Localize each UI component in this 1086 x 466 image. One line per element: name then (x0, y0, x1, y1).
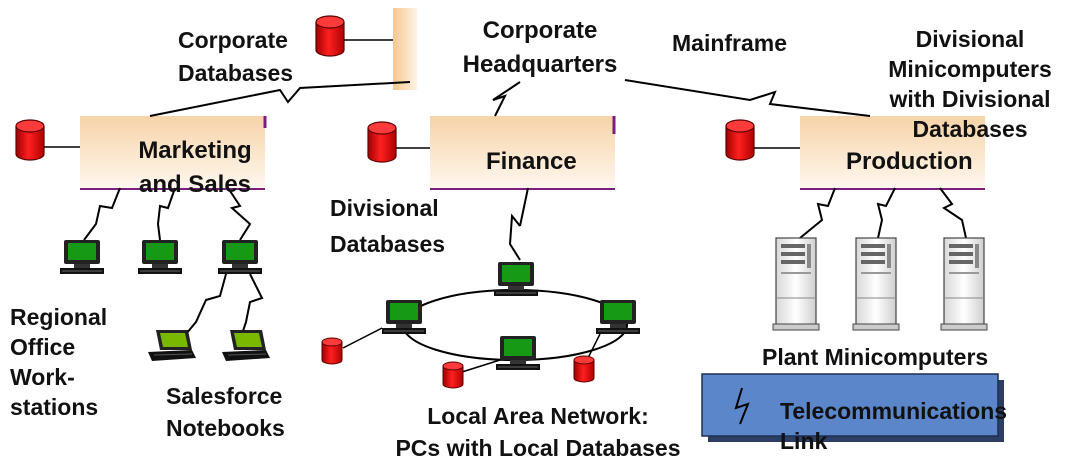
marketing-database-icon (15, 119, 45, 161)
production-minicomputer (800, 116, 985, 188)
plant-links (799, 187, 967, 239)
marketing-minicomputer (80, 116, 265, 188)
regional-office-workstations-label: Regional Office Work- stations (10, 304, 108, 420)
workstation-icon (493, 261, 539, 297)
corporate-headquarters-label: Corporate Headquarters (462, 17, 618, 78)
corporate-databases-label: Corporate Databases (178, 27, 294, 86)
local-area-network-label: Local Area Network: PCs with Local Datab… (395, 403, 681, 461)
finance-database-icon (367, 121, 397, 163)
workstation-icon (217, 239, 263, 275)
workstation-icon (495, 335, 541, 371)
finance-label: Finance (486, 148, 577, 175)
tower-server-icon (940, 237, 988, 331)
plant-minicomputers-label: Plant Minicomputers (762, 344, 989, 370)
workstation-icon (381, 299, 427, 335)
local-database-icon (442, 361, 464, 389)
telecom-zigzag-icon (734, 387, 750, 425)
workstation-links (83, 187, 264, 335)
divisional-databases-label: Divisional Databases (330, 195, 446, 257)
salesforce-notebooks-label: Salesforce Notebooks (166, 383, 285, 441)
marketing-and-sales-label: Marketing and Sales (138, 137, 252, 198)
finance-minicomputer (430, 116, 615, 188)
tower-server-icon (772, 237, 820, 331)
workstation-icon (137, 239, 183, 275)
workstation-icon (59, 239, 105, 275)
mainframe-unit (393, 8, 417, 90)
telecom-legend-box (701, 373, 999, 437)
local-database-icon (321, 337, 343, 365)
workstation-icon (595, 299, 641, 335)
divisional-minicomputers-label: Divisional Minicomputers with Divisional… (888, 26, 1052, 142)
production-label: Production (846, 148, 973, 175)
production-database-icon (725, 119, 755, 161)
laptop-icon (221, 329, 271, 362)
corporate-database-icon (315, 15, 345, 57)
mainframe-label: Mainframe (672, 30, 788, 56)
backbone-links (149, 79, 871, 117)
telecommunications-link-label: Telecommunications Link (780, 398, 1008, 454)
tower-server-icon (852, 237, 900, 331)
local-database-icon (573, 355, 595, 383)
laptop-icon (147, 329, 197, 362)
